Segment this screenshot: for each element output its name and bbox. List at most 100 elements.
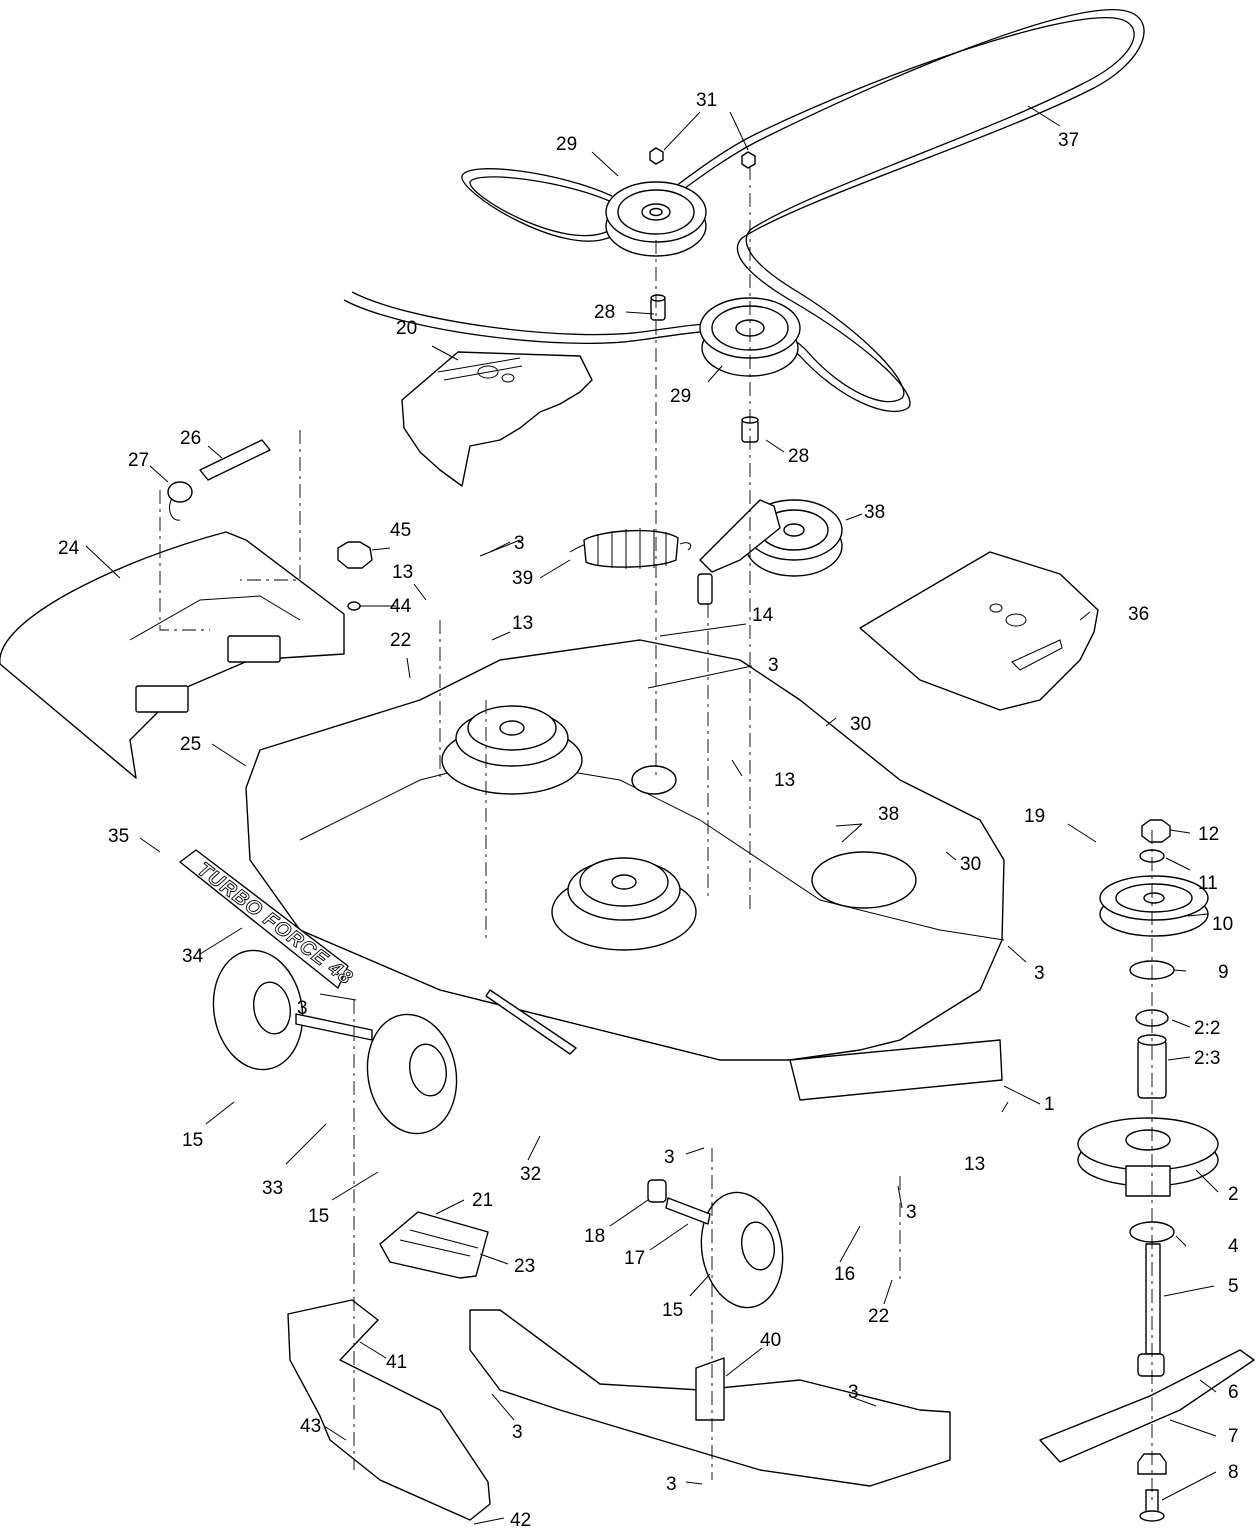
callout-9: 9 bbox=[1218, 962, 1229, 983]
roller-26 bbox=[199, 439, 271, 481]
callout-36: 36 bbox=[1128, 604, 1149, 625]
callout-3-g: 3 bbox=[512, 1422, 523, 1443]
gauge-wheel-left bbox=[212, 949, 304, 1071]
callout-15-c: 15 bbox=[662, 1300, 683, 1321]
callout-29-b: 29 bbox=[670, 386, 691, 407]
blade-bolt-8 bbox=[1139, 1489, 1165, 1522]
callout-22-b: 22 bbox=[868, 1306, 889, 1327]
callout-38-a: 38 bbox=[864, 502, 885, 523]
callout-2: 2 bbox=[1228, 1184, 1239, 1205]
callout-34: 34 bbox=[182, 946, 204, 967]
callout-16: 16 bbox=[834, 1264, 855, 1285]
axle-33 bbox=[295, 1013, 373, 1041]
belt-cover-left bbox=[401, 351, 593, 487]
callout-15-b: 15 bbox=[308, 1206, 329, 1227]
leader-lines bbox=[85, 105, 1219, 1525]
callout-42: 42 bbox=[510, 1510, 531, 1531]
nut-31-left bbox=[649, 147, 664, 165]
callout-18: 18 bbox=[584, 1226, 605, 1247]
gauge-wheel-center bbox=[366, 1013, 458, 1135]
callout-35: 35 bbox=[108, 826, 129, 847]
mower-deck-housing bbox=[245, 639, 1005, 1101]
callout-31: 31 bbox=[696, 90, 717, 111]
axle-32 bbox=[485, 989, 577, 1055]
callout-23: 23 bbox=[514, 1256, 535, 1277]
deck-spindle-center bbox=[551, 857, 697, 951]
callout-45: 45 bbox=[390, 520, 411, 541]
callout-19: 19 bbox=[1024, 806, 1045, 827]
callout-33: 33 bbox=[262, 1178, 283, 1199]
callout-30-a: 30 bbox=[850, 714, 871, 735]
callout-3-e: 3 bbox=[664, 1147, 675, 1168]
callout-2-3: 2:3 bbox=[1194, 1048, 1220, 1069]
callout-28-a: 28 bbox=[594, 302, 615, 323]
spacer-18-axle-17 bbox=[647, 1179, 711, 1225]
callout-3-i: 3 bbox=[666, 1474, 677, 1495]
callout-37: 37 bbox=[1058, 130, 1079, 151]
callout-13-a: 13 bbox=[392, 562, 413, 583]
callout-10: 10 bbox=[1212, 914, 1233, 935]
spindle-shaft-5 bbox=[1137, 1243, 1165, 1377]
callout-13-b: 13 bbox=[512, 613, 533, 634]
deck-spindle-left bbox=[441, 705, 583, 795]
spacer-28-upper bbox=[650, 294, 666, 321]
gauge-wheel-right bbox=[700, 1191, 784, 1309]
callout-3-b: 3 bbox=[768, 655, 779, 676]
callout-13-c: 13 bbox=[774, 770, 795, 791]
callout-7: 7 bbox=[1228, 1426, 1239, 1447]
deflector-shield bbox=[0, 531, 345, 779]
callout-32: 32 bbox=[520, 1164, 541, 1185]
callout-13-d: 13 bbox=[964, 1154, 985, 1175]
callout-40: 40 bbox=[760, 1330, 781, 1351]
idler-pulley-top bbox=[605, 181, 707, 257]
callout-21: 21 bbox=[472, 1190, 493, 1211]
callout-3-a: 3 bbox=[514, 533, 525, 554]
callout-8: 8 bbox=[1228, 1462, 1239, 1483]
washer-44 bbox=[347, 601, 361, 611]
spring-27 bbox=[167, 481, 193, 521]
callout-15-a: 15 bbox=[182, 1130, 203, 1151]
callout-26: 26 bbox=[180, 428, 201, 449]
belt-cover-right bbox=[859, 551, 1099, 711]
callout-38-b: 38 bbox=[878, 804, 899, 825]
knob-45 bbox=[337, 541, 373, 569]
callout-20: 20 bbox=[396, 318, 417, 339]
callout-3-c: 3 bbox=[1034, 963, 1045, 984]
spindle-nut-12 bbox=[1141, 819, 1171, 843]
spindle-pulley-10 bbox=[1099, 875, 1209, 937]
baffle-40 bbox=[469, 1309, 951, 1487]
callout-27: 27 bbox=[128, 450, 149, 471]
idler-arm-assembly bbox=[697, 499, 843, 605]
spindle-housing-2 bbox=[1077, 1117, 1219, 1197]
callout-30-b: 30 bbox=[960, 854, 981, 875]
callout-43: 43 bbox=[300, 1416, 321, 1437]
wear-block-23 bbox=[379, 1211, 489, 1279]
callout-25: 25 bbox=[180, 734, 201, 755]
callout-12: 12 bbox=[1198, 824, 1219, 845]
blade-6 bbox=[1039, 1349, 1255, 1463]
assembly-centerlines bbox=[159, 166, 1153, 1500]
callout-labels: 1 2 2:2 2:3 3 3 3 3 3 3 3 3 3 4 5 6 7 8 … bbox=[58, 90, 1239, 1531]
callout-39: 39 bbox=[512, 568, 533, 589]
extension-spring bbox=[569, 528, 692, 569]
callout-11: 11 bbox=[1198, 873, 1218, 894]
callout-29-a: 29 bbox=[556, 134, 577, 155]
callout-22-a: 22 bbox=[390, 630, 411, 651]
callout-6: 6 bbox=[1228, 1382, 1239, 1403]
callout-14: 14 bbox=[752, 605, 774, 626]
nut-31-right bbox=[741, 151, 756, 169]
callout-41: 41 bbox=[386, 1352, 407, 1373]
callout-3-d: 3 bbox=[297, 998, 308, 1019]
baffle-41 bbox=[287, 1299, 491, 1521]
callout-5: 5 bbox=[1228, 1276, 1239, 1297]
callout-3-h: 3 bbox=[848, 1382, 859, 1403]
callout-28-b: 28 bbox=[788, 446, 809, 467]
callout-24: 24 bbox=[58, 538, 80, 559]
callout-17: 17 bbox=[624, 1248, 645, 1269]
callout-1: 1 bbox=[1044, 1094, 1055, 1115]
callout-3-f: 3 bbox=[906, 1202, 917, 1223]
callout-4: 4 bbox=[1228, 1236, 1239, 1257]
callout-2-2: 2:2 bbox=[1194, 1018, 1220, 1039]
callout-44: 44 bbox=[390, 596, 412, 617]
